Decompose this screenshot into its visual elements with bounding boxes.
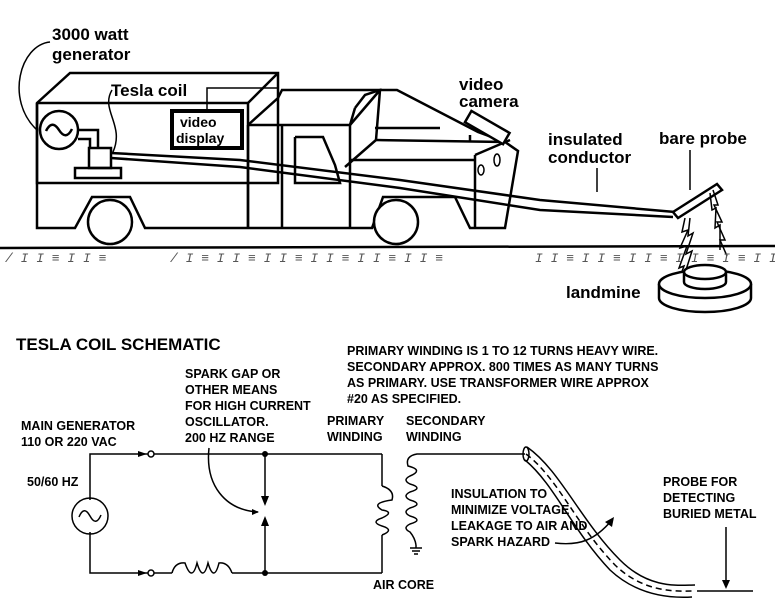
insulated-conductor-label-2: conductor: [548, 148, 631, 167]
primary-winding-label-2: WINDING: [327, 430, 383, 444]
main-generator-label-2: 110 OR 220 VAC: [21, 435, 117, 449]
spark-gap-line: 200 HZ RANGE: [185, 431, 275, 445]
generator-label: 3000 watt: [52, 25, 129, 44]
tesla-coil-leader: [107, 89, 118, 153]
insulation-label: INSULATION TO MINIMIZE VOLTAGE LEAKAGE T…: [451, 487, 587, 549]
secondary-coil-icon: [405, 453, 525, 546]
schematic-title: TESLA COIL SCHEMATIC: [16, 335, 221, 354]
insulated-conductor: [110, 151, 724, 220]
insulation-line: INSULATION TO: [451, 487, 547, 501]
svg-text:/ I ≡ I I ≡ I I ≡ I I ≡ I I ≡: / I ≡ I I ≡ I I ≡ I I ≡ I I ≡ I I ≡: [170, 251, 443, 266]
tesla-coil-label: Tesla coil: [111, 81, 187, 100]
insulation-line: MINIMIZE VOLTAGE: [451, 503, 569, 517]
spark-gap-line: FOR HIGH CURRENT: [185, 399, 311, 413]
video-display-label-2: display: [176, 130, 224, 146]
ground-icon: [410, 545, 422, 555]
video-display-label: video: [180, 114, 217, 130]
landmine-label: landmine: [566, 283, 641, 302]
video-camera-label: video: [459, 75, 503, 94]
spark-gap-line: SPARK GAP OR: [185, 367, 280, 381]
bare-probe-label: bare probe: [659, 129, 747, 148]
schematic-note: PRIMARY WINDING IS 1 TO 12 TURNS HEAVY W…: [347, 344, 658, 406]
vehicle: [35, 71, 520, 246]
landmine-icon: [657, 263, 753, 314]
probe-line: PROBE FOR: [663, 475, 737, 489]
air-core-label: AIR CORE: [373, 578, 434, 592]
spark-gap-line: OTHER MEANS: [185, 383, 277, 397]
note-line: #20 AS SPECIFIED.: [347, 392, 461, 406]
insulated-conductor-label: insulated: [548, 130, 623, 149]
video-camera-label-2: camera: [459, 92, 519, 111]
ground-line: / I I ≡ I I ≡ / I ≡ I I ≡ I I ≡ I I ≡ I …: [0, 244, 775, 266]
generator-icon: [38, 109, 100, 151]
secondary-winding-label: SECONDARY: [406, 414, 486, 428]
ac-source-icon: [71, 497, 109, 535]
probe-line: BURIED METAL: [663, 507, 757, 521]
probe-label: PROBE FOR DETECTING BURIED METAL: [663, 475, 757, 521]
video-camera-icon: [463, 109, 512, 146]
generator-label-2: generator: [52, 45, 131, 64]
svg-text:I I ≡ I I ≡ I I ≡ I I ≡ I: I I ≡ I I ≡ I I ≡ I I ≡ I ≡ I I: [535, 251, 775, 266]
main-generator-label: MAIN GENERATOR: [21, 419, 135, 433]
svg-text:/ I I ≡ I I ≡: / I I ≡ I I ≡: [5, 251, 107, 266]
insulation-line: SPARK HAZARD: [451, 535, 550, 549]
spark-gap-line: OSCILLATOR.: [185, 415, 269, 429]
frequency-label: 50/60 HZ: [27, 475, 79, 489]
spark-gap-label: SPARK GAP OR OTHER MEANS FOR HIGH CURREN…: [185, 367, 311, 445]
primary-coil-icon: [375, 485, 394, 536]
video-display: [170, 87, 278, 150]
primary-winding-label: PRIMARY: [327, 414, 385, 428]
note-line: PRIMARY WINDING IS 1 TO 12 TURNS HEAVY W…: [347, 344, 658, 358]
probe-line: DETECTING: [663, 491, 735, 505]
secondary-winding-label-2: WINDING: [406, 430, 462, 444]
insulation-line: LEAKAGE TO AIR AND: [451, 519, 587, 533]
insulated-cable: [522, 446, 696, 599]
inductor-icon: [171, 560, 233, 574]
note-line: SECONDARY APPROX. 800 TIMES AS MANY TURN…: [347, 360, 658, 374]
spark-gap-icon: [261, 496, 269, 506]
circuit: [71, 446, 753, 599]
generator-leader: [18, 41, 51, 131]
note-line: AS PRIMARY. USE TRANSFORMER WIRE APPROX: [347, 376, 650, 390]
